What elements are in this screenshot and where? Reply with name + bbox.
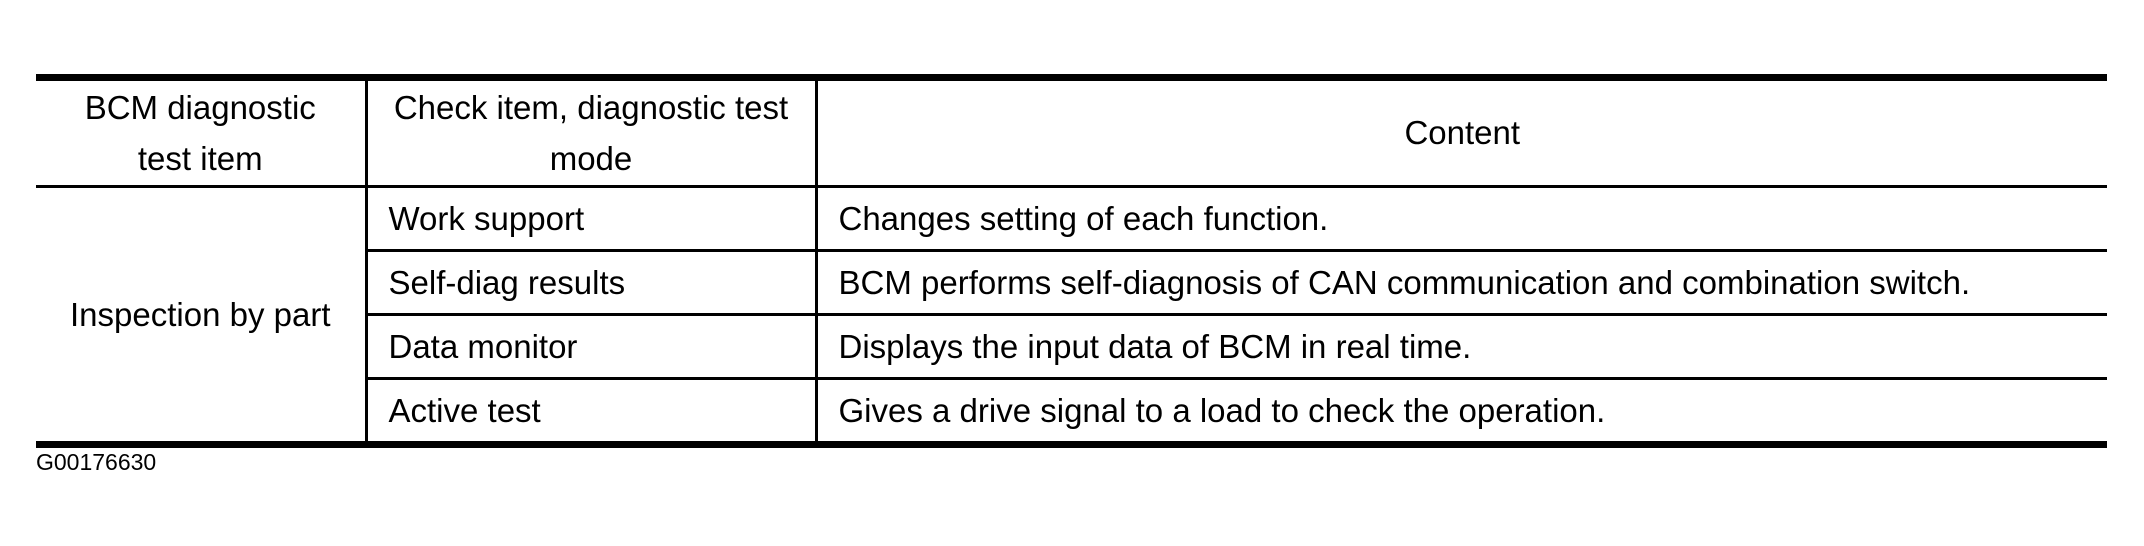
cell-content-self-diag-results: BCM performs self-diagnosis of CAN commu… [816,250,2107,316]
table-header: BCM diagnostic test item Check item, dia… [36,77,2107,188]
table-row: Self-diag results BCM performs self-diag… [36,250,2107,316]
cell-mode-work-support: Work support [366,186,818,252]
cell-content-data-monitor: Displays the input data of BCM in real t… [816,314,2107,380]
cell-content-work-support: Changes setting of each function. [816,186,2107,252]
header-check-item-diagnostic-test-mode: Check item, diagnostic test mode [366,77,818,188]
cell-inspection-by-part: Inspection by part [36,186,368,445]
figure-code: G00176630 [36,449,157,475]
header-row: BCM diagnostic test item Check item, dia… [36,77,2107,188]
table-row: Inspection by part Work support Changes … [36,186,2107,445]
bcm-diagnostic-table: BCM diagnostic test item Check item, dia… [36,74,2107,448]
cell-mode-active-test: Active test [366,378,818,445]
cell-content-active-test: Gives a drive signal to a load to check … [816,378,2107,445]
table-row: Active test Gives a drive signal to a lo… [36,378,2107,445]
cell-mode-data-monitor: Data monitor [366,314,818,380]
header-content: Content [816,77,2107,188]
cell-mode-self-diag-results: Self-diag results [366,250,818,316]
table-body: Inspection by part Work support Changes … [36,186,2107,445]
table-row: Data monitor Displays the input data of … [36,314,2107,380]
header-bcm-diagnostic-test-item: BCM diagnostic test item [36,77,368,188]
